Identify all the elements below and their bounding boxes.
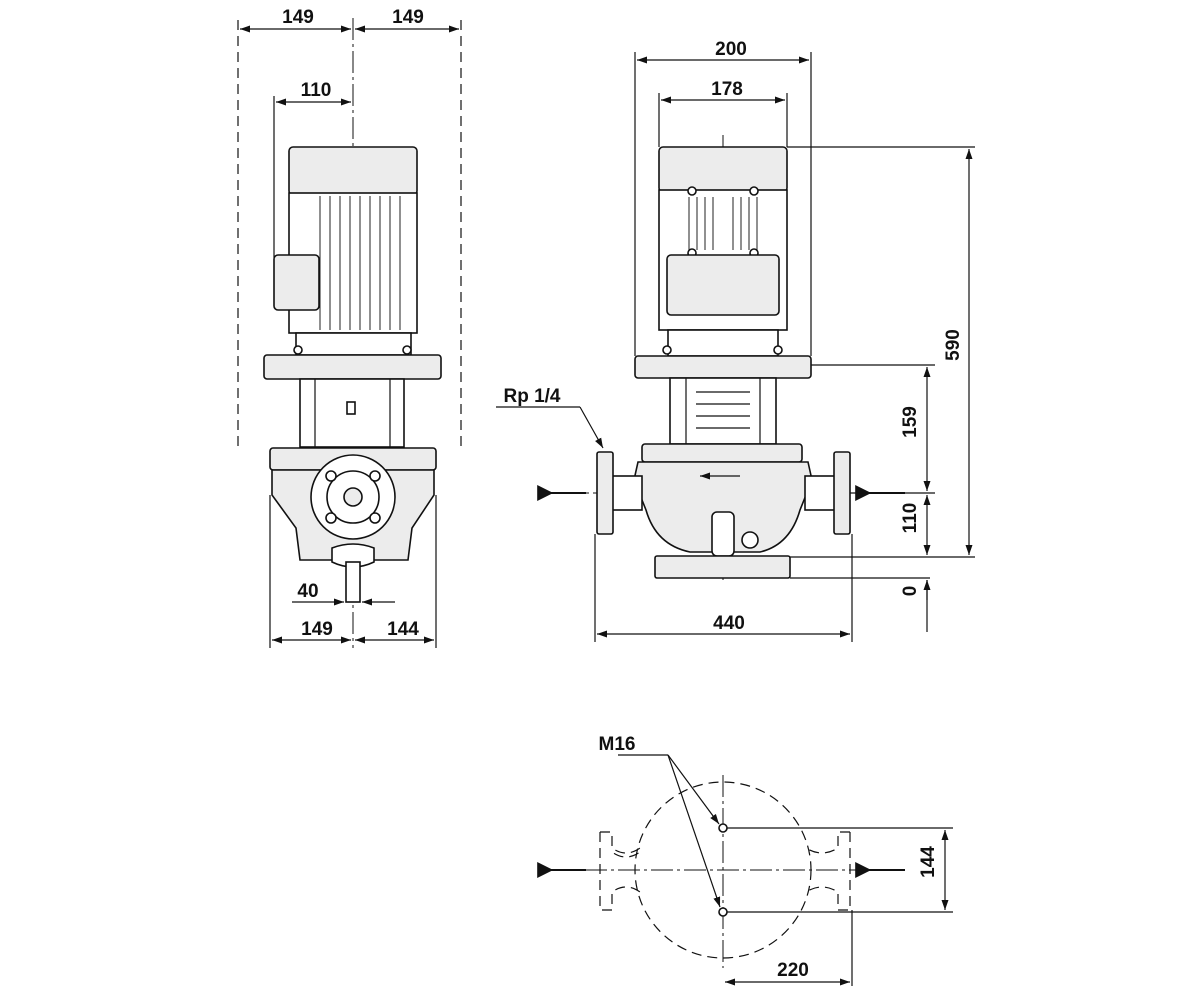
- front-pump-housing: [633, 461, 813, 553]
- front-terminal-box: [666, 254, 780, 316]
- dim-front-overall-width: 200: [715, 39, 747, 60]
- dim-front-axis-height: 110: [900, 503, 921, 534]
- plan-view: M16 144 220: [537, 734, 953, 986]
- bolt-label: M16: [599, 734, 636, 755]
- side-view: 149 149 110 40 149 144: [237, 7, 462, 648]
- front-lantern: [669, 377, 777, 445]
- dim-front-motor-width: 178: [711, 79, 743, 100]
- dim-side-top-left: 149: [282, 7, 314, 28]
- dim-side-pipe: 40: [297, 581, 318, 602]
- front-outlet-flange: [596, 451, 614, 535]
- port-label: Rp 1/4: [503, 386, 560, 407]
- dim-side-top-right: 149: [392, 7, 424, 28]
- side-motor: [273, 146, 418, 356]
- dim-front-coupling-height: 159: [900, 406, 921, 438]
- dim-side-bottom-left: 149: [301, 619, 333, 640]
- dim-plan-half-length: 220: [777, 960, 809, 981]
- side-motor-flange: [263, 354, 442, 380]
- bolt-hole-bottom: [718, 907, 728, 917]
- front-motor: [658, 146, 788, 357]
- front-view: 200 178 590 159 110 0 440 Rp 1/4: [496, 39, 975, 642]
- front-inlet-flange: [833, 451, 851, 535]
- dim-side-bottom-right: 144: [387, 619, 419, 640]
- dim-plan-bolt-spacing: 144: [918, 846, 939, 878]
- front-base-plate: [654, 555, 791, 579]
- dim-front-port-to-port: 440: [713, 613, 745, 634]
- terminal-box: [273, 254, 320, 311]
- dim-front-total-height: 590: [943, 329, 964, 361]
- dim-side-motor-box: 110: [301, 80, 332, 101]
- dim-front-base: 0: [900, 586, 921, 597]
- bolt-hole-top: [718, 823, 728, 833]
- front-motor-flange: [634, 355, 812, 379]
